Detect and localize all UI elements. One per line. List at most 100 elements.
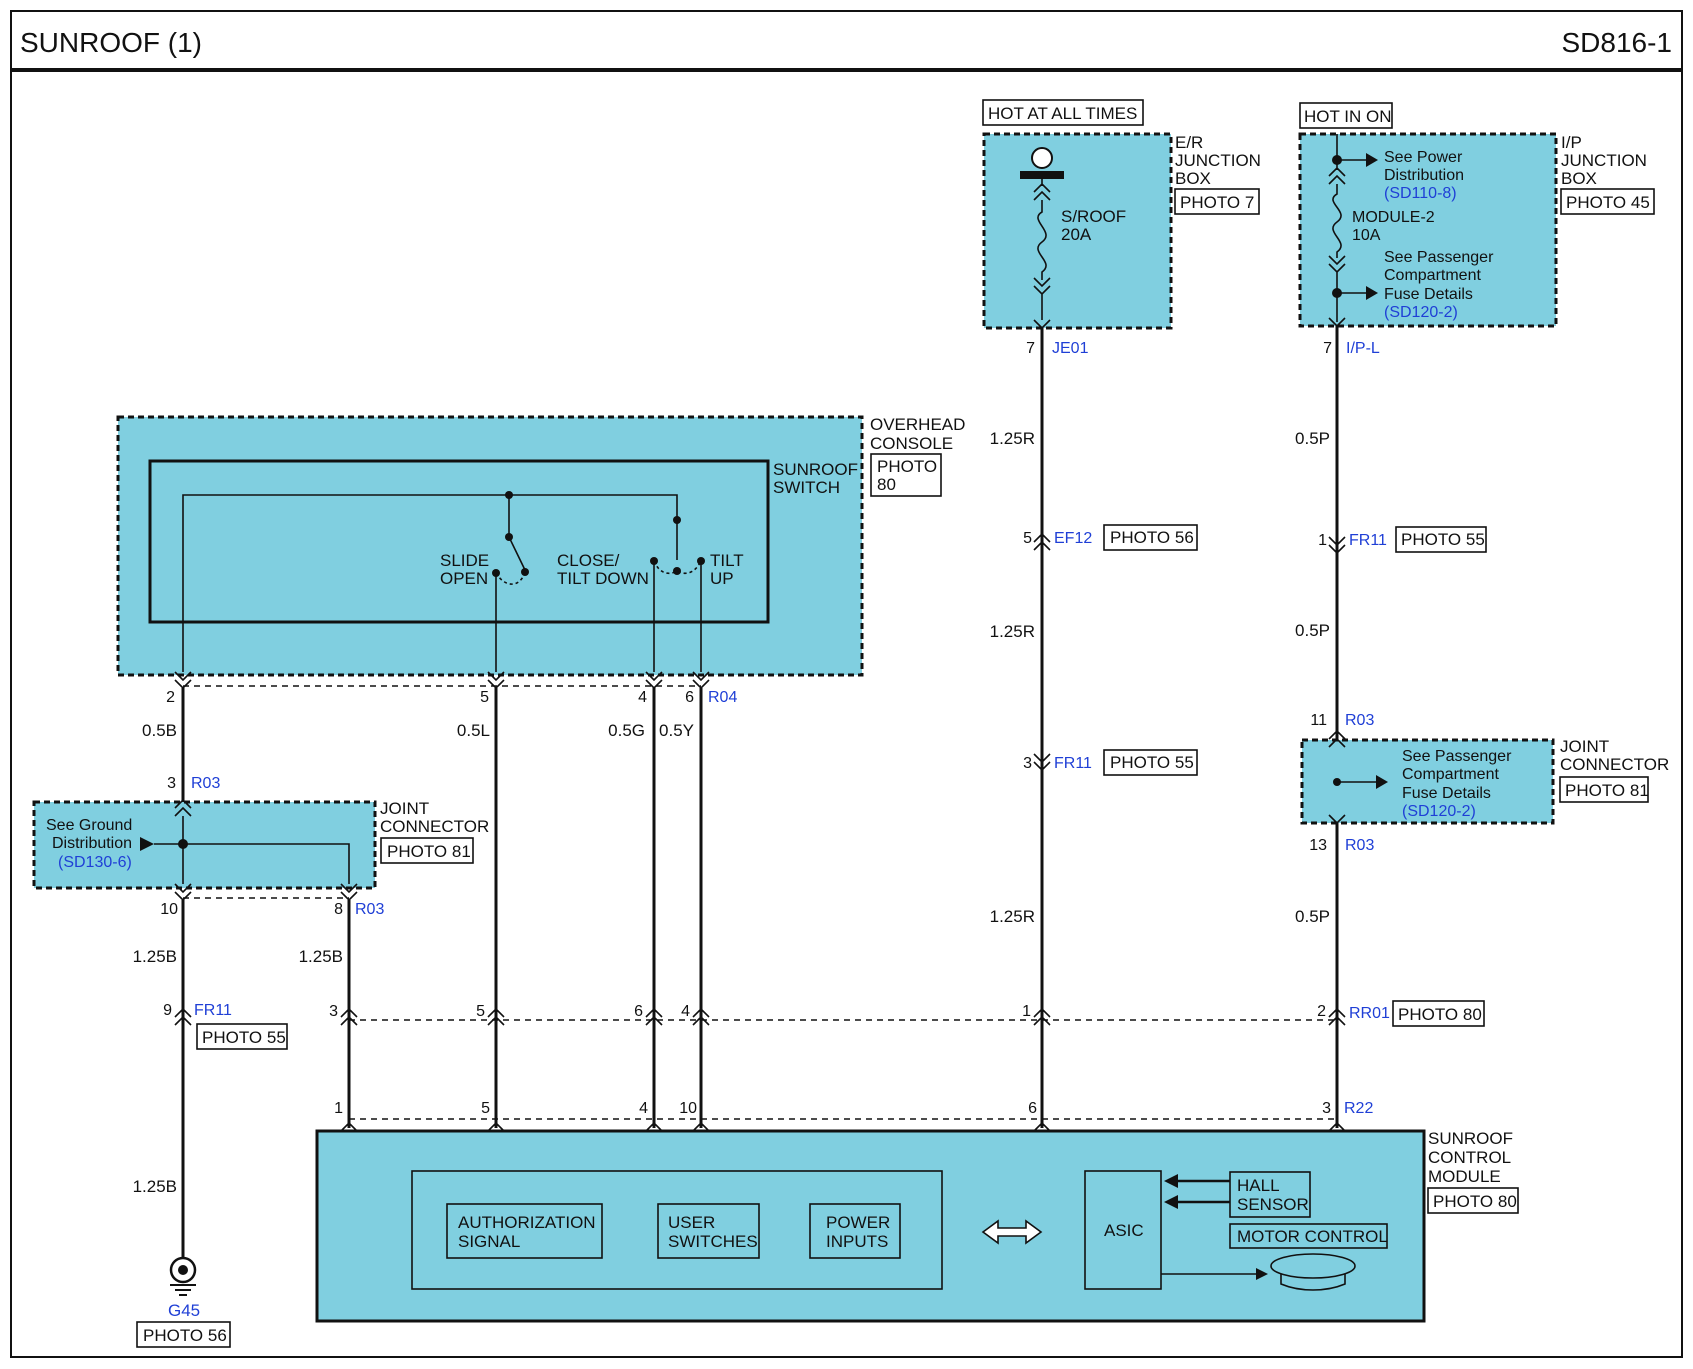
user-switches-label-1: USER	[668, 1213, 715, 1232]
passenger-ref: (SD120-2)	[1384, 304, 1458, 321]
switch-common-wire	[182, 494, 678, 672]
joint-left-splice	[178, 839, 188, 849]
power-inputs-box	[809, 1203, 901, 1259]
r03-top-label: R03	[1345, 712, 1374, 729]
r03-top-connector-icon	[1328, 729, 1346, 748]
hot-at-all-times-box	[982, 99, 1144, 126]
ip-jb-label-2: JUNCTION	[1561, 151, 1647, 170]
module-label-1: SUNROOF	[1428, 1129, 1513, 1148]
wire-label: 1.25B	[133, 947, 177, 966]
joint-right-ref: (SD120-2)	[1402, 803, 1476, 820]
fr11-left-label: FR11	[194, 1002, 232, 1019]
ground-name: G45	[168, 1301, 200, 1320]
fr11-mid-photo-box	[1103, 749, 1198, 776]
fr11-left-connector-icon	[174, 1007, 192, 1026]
module-pin: 3	[1322, 1100, 1331, 1117]
wire-label: 0.5P	[1295, 429, 1330, 448]
fr11-right-photo-box	[1395, 526, 1487, 553]
page-code: SD816-1	[1561, 27, 1672, 58]
arrow-right-icon	[1376, 775, 1388, 789]
er-photo-box	[1174, 188, 1260, 215]
ground-photo-box	[136, 1321, 231, 1348]
hall-sensor-box	[1229, 1171, 1311, 1218]
module-pin: 6	[1028, 1100, 1037, 1117]
je01-label: JE01	[1052, 340, 1089, 357]
arrow-left-ground-icon	[140, 837, 154, 851]
er-jb-label-1: E/R	[1175, 133, 1203, 152]
motor-body	[1280, 1274, 1346, 1291]
close-label-2: TILT DOWN	[557, 569, 649, 588]
r03-bot-connector-icon	[1328, 814, 1346, 825]
joint-left-internal	[154, 816, 350, 884]
r03-left-connector-icon	[174, 798, 192, 817]
rr01-connector-icon	[340, 1007, 1346, 1026]
rr01-label: RR01	[1349, 1005, 1390, 1022]
see-pass-label-3: Fuse Details	[1384, 286, 1473, 303]
joint-right-see-1: See Passenger	[1402, 748, 1512, 765]
sunroof-switch[interactable]	[148, 459, 770, 624]
module2-fuse-icon	[1328, 134, 1346, 322]
user-switches-label-2: SWITCHES	[668, 1232, 758, 1251]
r03-left-bot-label: R03	[355, 901, 384, 918]
ipl-pin: 7	[1323, 340, 1332, 357]
joint-left-see-2: Distribution	[52, 835, 132, 852]
wire-label: 0.5G	[608, 721, 645, 740]
er-junction-box	[982, 132, 1173, 330]
ground-symbol-icon	[170, 1284, 196, 1296]
ip-jb-label-3: BOX	[1561, 169, 1597, 188]
switch-node	[505, 533, 513, 541]
hall-sensor-label-1: HALL	[1237, 1176, 1280, 1195]
fr11-left-pin: 9	[163, 1002, 172, 1019]
module-label-2: CONTROL	[1428, 1148, 1511, 1167]
overhead-label-2: CONSOLE	[870, 434, 953, 453]
switch-pin-6: 6	[685, 689, 694, 706]
module2-label-2: 10A	[1352, 227, 1381, 244]
switch-pin-5: 5	[480, 689, 489, 706]
hot-in-on-box	[1299, 102, 1393, 129]
je01-pin: 7	[1026, 340, 1035, 357]
joint-left-ref: (SD130-6)	[58, 854, 132, 871]
ef12-photo-box	[1103, 524, 1198, 551]
r03-bot-label: R03	[1345, 837, 1374, 854]
switch-output-wires	[495, 561, 702, 672]
see-power-label-2: Distribution	[1384, 167, 1464, 184]
switch-node	[521, 568, 529, 576]
pin-10: 10	[160, 901, 178, 918]
r22-connector-icon	[340, 1121, 1346, 1132]
slide-open-label-1: SLIDE	[440, 551, 489, 570]
ground-icon-center	[178, 1265, 188, 1275]
see-power-label-1: See Power	[1384, 149, 1463, 166]
joint-right-see-3: Fuse Details	[1402, 785, 1491, 802]
hall-sensor-label-2: SENSOR	[1237, 1195, 1309, 1214]
rr01-pin: 6	[634, 1003, 643, 1020]
ip-photo-box	[1560, 188, 1655, 215]
rr01-pin: 5	[476, 1003, 485, 1020]
er-photo: PHOTO 7	[1180, 193, 1254, 212]
power-inputs-label-1: POWER	[826, 1213, 890, 1232]
fr11-right-photo: PHOTO 55	[1401, 530, 1485, 549]
ground-photo: PHOTO 56	[143, 1326, 227, 1345]
hot-at-all-times-label: HOT AT ALL TIMES	[988, 104, 1137, 123]
rr01-pin: 2	[1317, 1003, 1326, 1020]
asic-label: ASIC	[1104, 1221, 1144, 1240]
arrow-right-icon	[1366, 153, 1378, 167]
module-photo: PHOTO 80	[1433, 1192, 1517, 1211]
joint-right-label-1: JOINT	[1560, 737, 1609, 756]
fr11-mid-label: FR11	[1054, 755, 1092, 772]
busbar	[1020, 171, 1064, 179]
ef12-pin: 5	[1023, 530, 1032, 547]
tilt-up-label-2: UP	[710, 569, 734, 588]
module2-label-1: MODULE-2	[1352, 209, 1435, 226]
joint-left-label-2: CONNECTOR	[380, 817, 489, 836]
wire-label: 1.25R	[990, 622, 1035, 641]
module-pin: 10	[679, 1100, 697, 1117]
module-label-3: MODULE	[1428, 1167, 1501, 1186]
switch-node	[673, 567, 681, 575]
module-pin: 1	[334, 1100, 343, 1117]
switch-pin-2: 2	[166, 689, 175, 706]
fr11-mid-pin: 3	[1023, 755, 1032, 772]
rr01-pin: 3	[329, 1003, 338, 1020]
rr01-photo: PHOTO 80	[1398, 1005, 1482, 1024]
ip-photo: PHOTO 45	[1566, 193, 1650, 212]
